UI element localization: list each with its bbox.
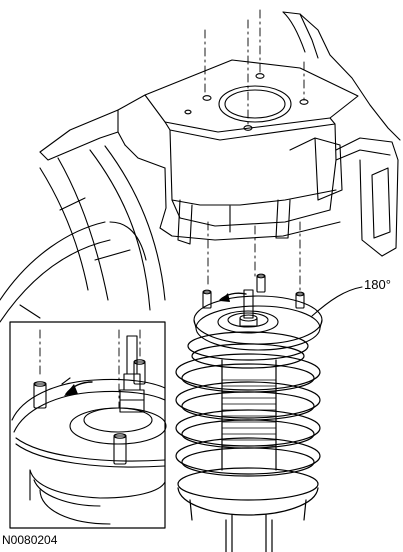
coil-spring bbox=[175, 331, 321, 552]
shock-tower bbox=[39, 11, 401, 257]
strut-top-mount bbox=[193, 273, 363, 351]
rotation-angle-label: 180° bbox=[364, 277, 391, 292]
alignment-centerlines bbox=[204, 9, 305, 291]
figure-id-label: N0080204 bbox=[2, 533, 58, 547]
curved-arrow-icon bbox=[219, 292, 247, 301]
wheel-arch bbox=[0, 145, 166, 323]
angle-leader-line bbox=[311, 286, 363, 317]
detail-inset bbox=[9, 321, 167, 529]
